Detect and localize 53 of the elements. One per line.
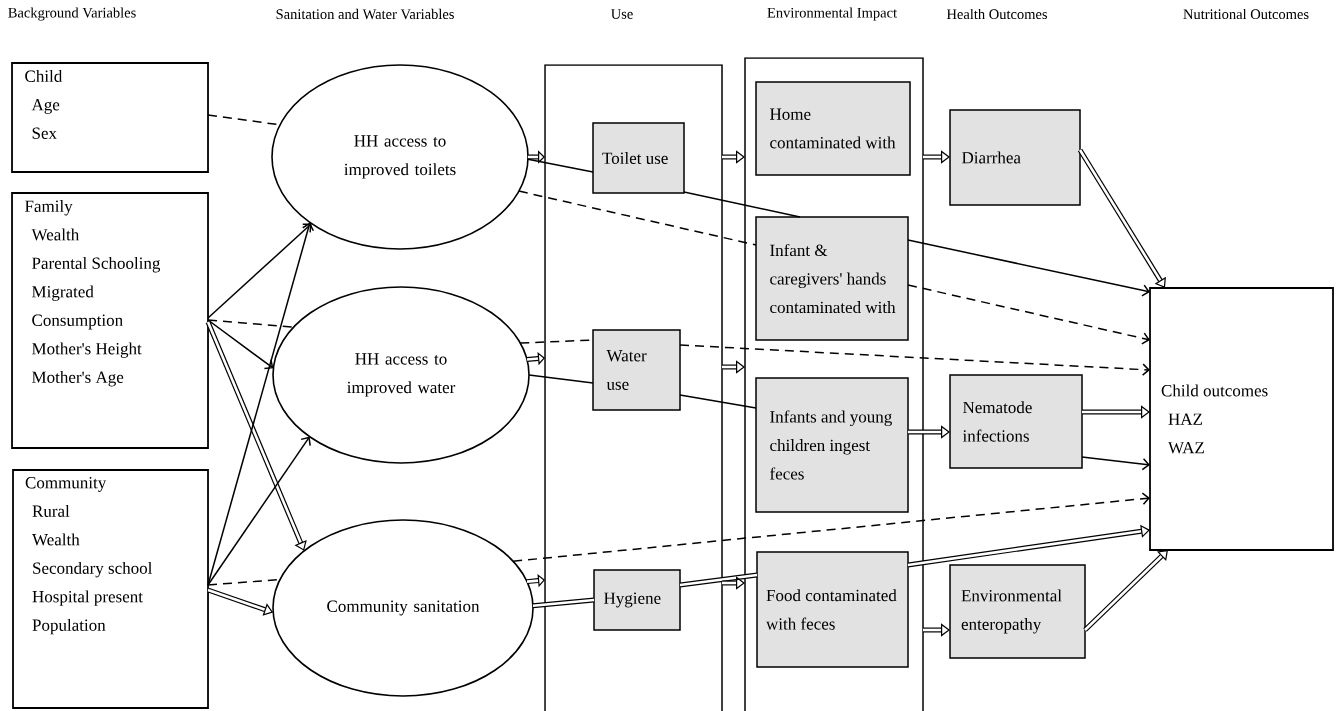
shaded-box: Nematode infections bbox=[949, 374, 1083, 469]
shaded-box: Diarrhea bbox=[949, 109, 1081, 206]
double-arrow bbox=[1077, 148, 1166, 288]
oval-node: Community sanitation bbox=[272, 519, 534, 697]
oval-node: HH access to improved toilets bbox=[271, 64, 529, 250]
column-header: Health Outcomes bbox=[946, 8, 1048, 20]
shaded-box: Food contaminated with feces bbox=[756, 551, 909, 668]
dashed-arrow bbox=[679, 344, 1150, 376]
dashed-arrow bbox=[907, 284, 1150, 345]
line bbox=[679, 394, 757, 409]
double-arrow bbox=[923, 150, 950, 164]
shaded-box: Environmental enteropathy bbox=[949, 564, 1086, 659]
oval-node: HH access to improved water bbox=[272, 286, 530, 464]
column-header: Use bbox=[611, 9, 633, 19]
group-box bbox=[544, 64, 723, 711]
arrow bbox=[907, 239, 1150, 297]
group-box bbox=[744, 57, 924, 711]
variable-box: Family Wealth Parental Schooling Migrated Consumption Mother's Height Mother's Age bbox=[11, 192, 209, 449]
shaded-box: Hygiene bbox=[593, 569, 681, 631]
double-line bbox=[532, 597, 595, 609]
shaded-box: Infant & caregivers' hands contaminated with bbox=[755, 216, 909, 341]
double-arrow bbox=[1083, 550, 1168, 632]
shaded-box: Home contaminated with bbox=[755, 81, 911, 176]
shaded-box: Water use bbox=[592, 329, 681, 411]
line bbox=[527, 158, 594, 173]
double-arrow bbox=[908, 425, 950, 439]
column-header: Nutritional Outcomes bbox=[1183, 8, 1309, 20]
shaded-box: Infants and young children ingest feces bbox=[755, 377, 909, 513]
double-arrow bbox=[205, 321, 307, 551]
shaded-box: Toilet use bbox=[592, 122, 685, 194]
variable-box: Community Rural Wealth Secondary school Hospital present Population bbox=[12, 469, 209, 709]
double-arrow bbox=[722, 576, 745, 590]
arrow bbox=[1081, 456, 1150, 471]
arrow bbox=[207, 222, 315, 586]
variable-box: Child outcomes HAZ WAZ bbox=[1149, 287, 1334, 551]
column-header: Background Variables bbox=[8, 7, 136, 21]
column-header: Environmental Impact bbox=[767, 7, 897, 21]
double-arrow bbox=[1082, 405, 1150, 419]
line bbox=[528, 374, 594, 384]
double-arrow bbox=[722, 360, 745, 374]
dashed-line bbox=[518, 190, 757, 246]
arrow bbox=[207, 436, 311, 586]
double-arrow bbox=[907, 524, 1150, 568]
dashed-arrow bbox=[512, 492, 1150, 562]
double-line bbox=[679, 572, 758, 588]
double-arrow bbox=[923, 623, 950, 637]
line bbox=[683, 191, 801, 218]
variable-box: Child Age Sex bbox=[11, 62, 209, 173]
column-header: Sanitation and Water Variables bbox=[276, 8, 454, 20]
arrow bbox=[207, 319, 274, 370]
dashed-line bbox=[207, 319, 295, 328]
double-arrow bbox=[722, 150, 745, 164]
arrow bbox=[207, 223, 312, 319]
